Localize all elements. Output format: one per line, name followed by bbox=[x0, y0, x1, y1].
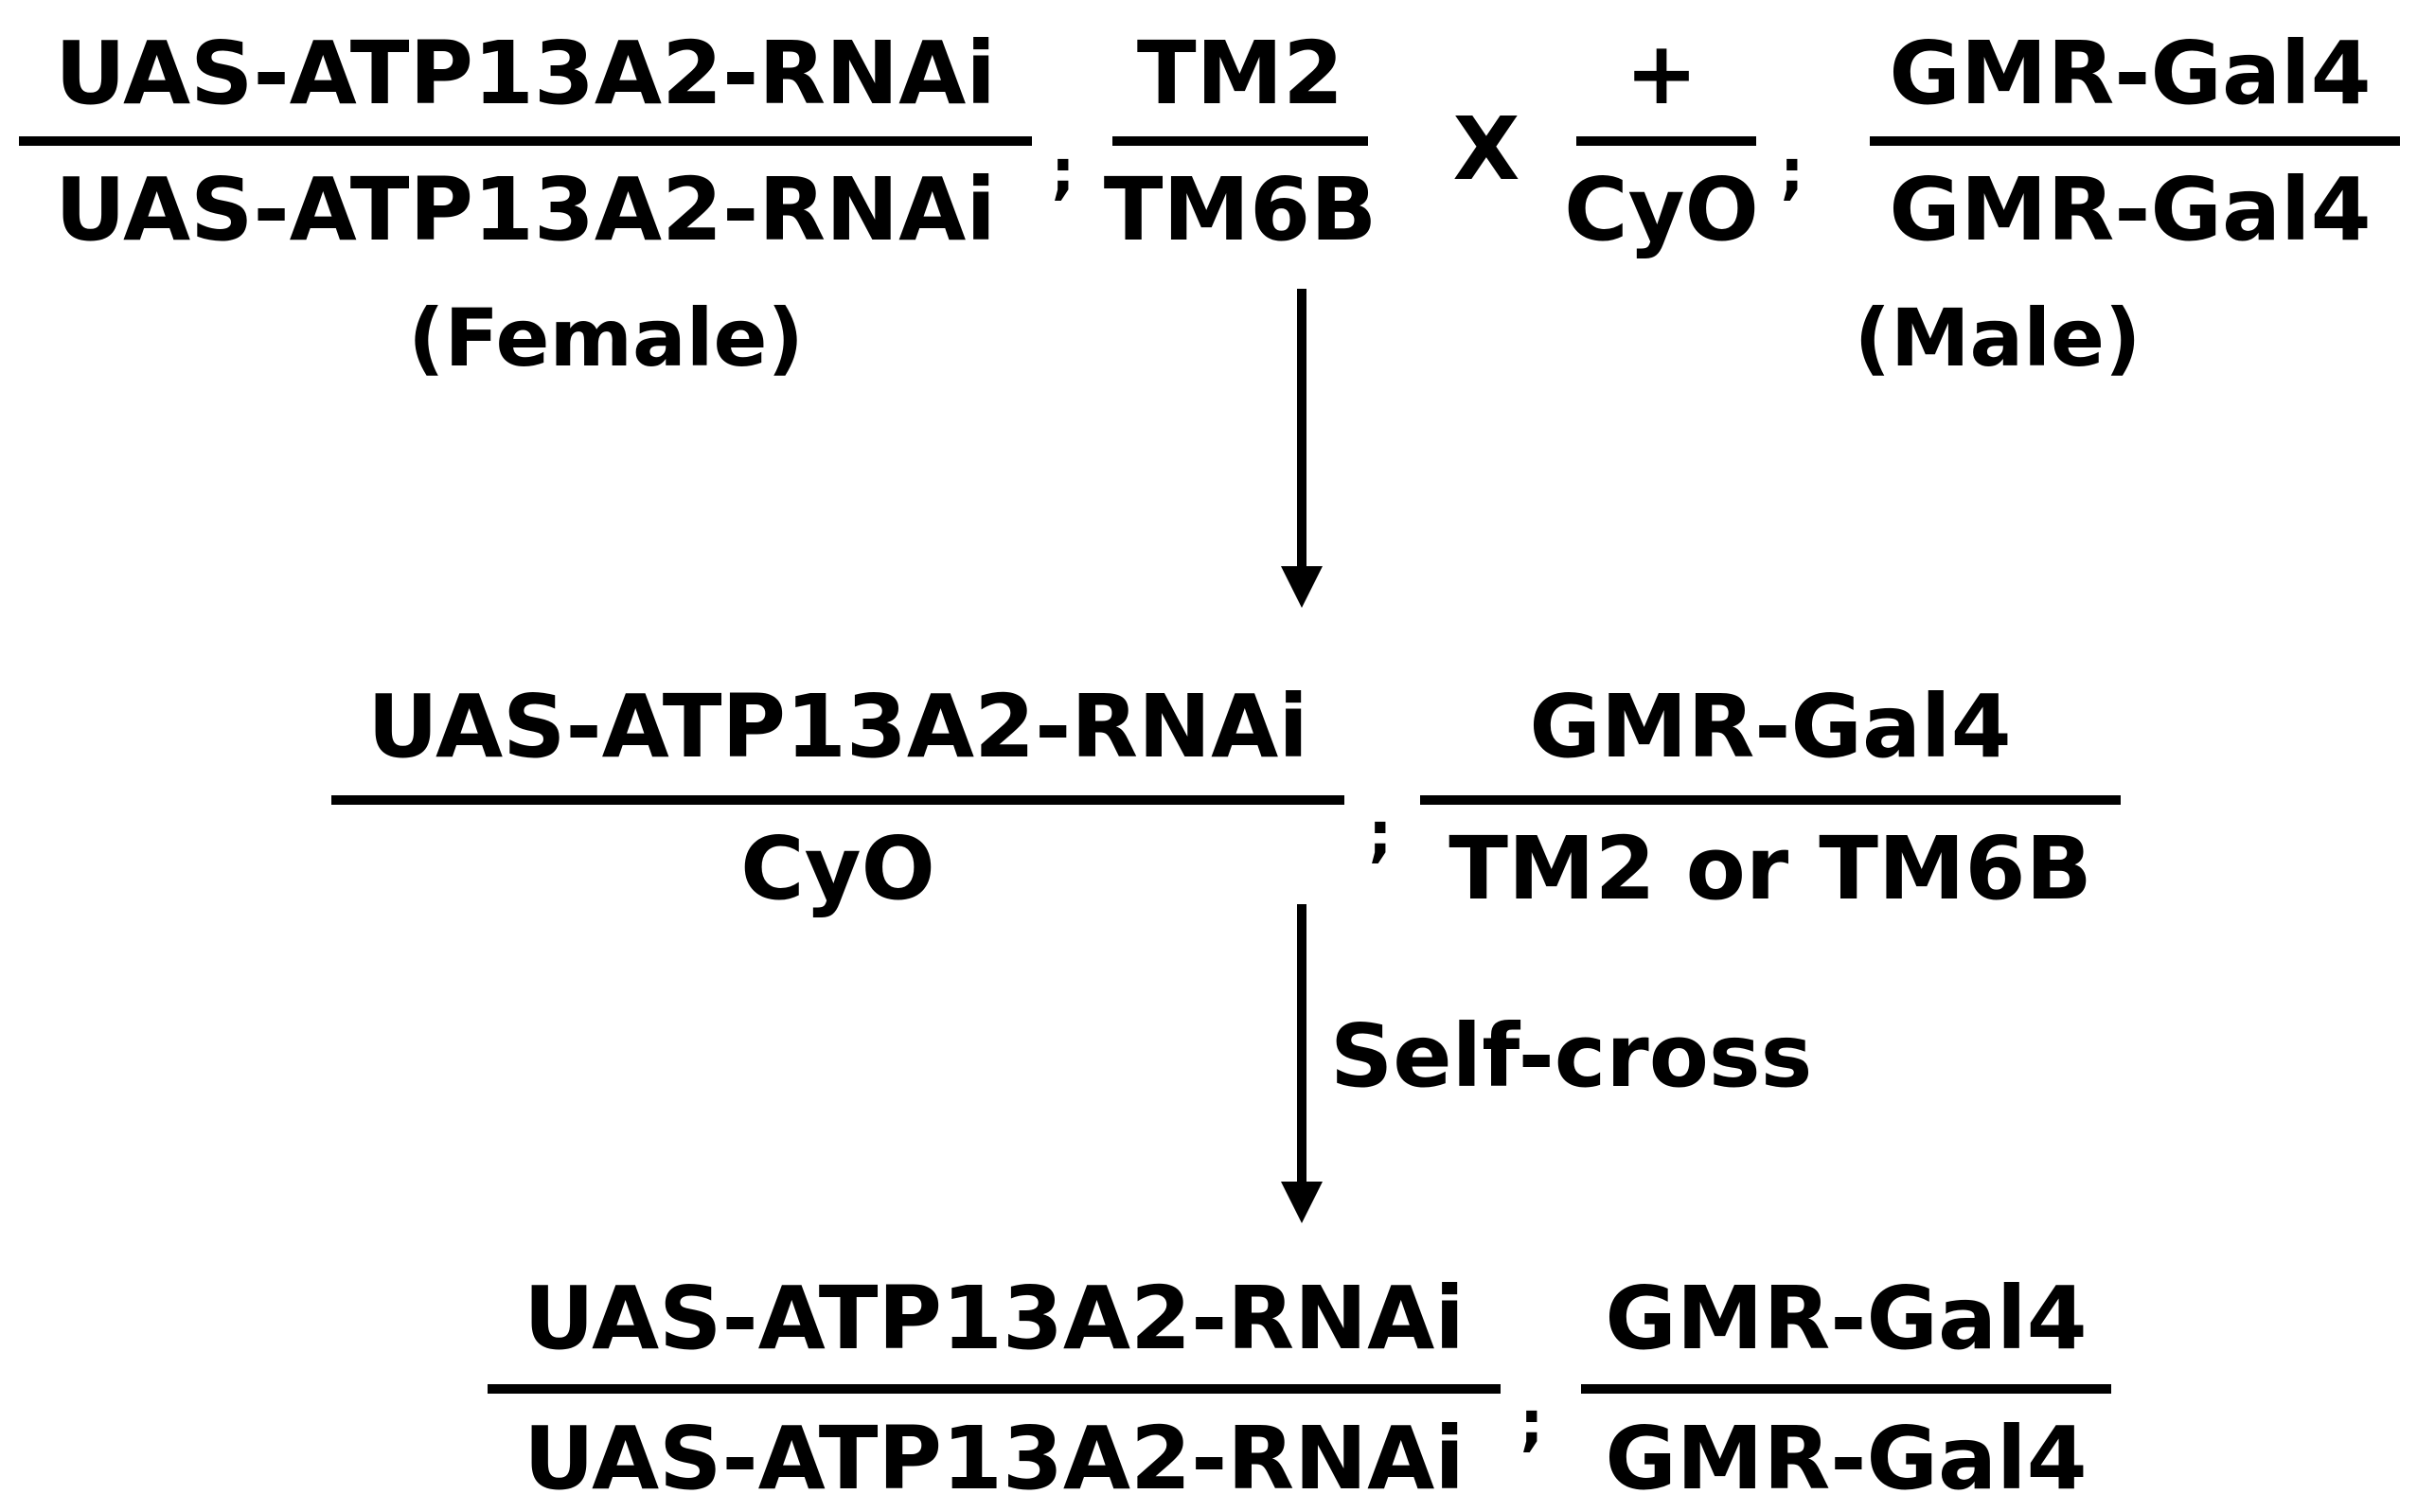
f2-chr2-top: UAS-ATP13A2-RNAi bbox=[524, 1268, 1465, 1369]
male-chr2-top: + bbox=[1625, 23, 1698, 124]
arrow-to-f1-head bbox=[1281, 566, 1323, 608]
f1-chr3-bar bbox=[1420, 795, 2121, 805]
arrow-to-f2-shaft bbox=[1297, 904, 1306, 1188]
f2-chr3-bottom: GMR-Gal4 bbox=[1605, 1408, 2088, 1509]
f1-separator: ; bbox=[1368, 800, 1393, 870]
f1-chr2-bottom: CyO bbox=[740, 818, 935, 919]
male-chr2-bottom: CyO bbox=[1564, 159, 1759, 260]
female-chr2-bar bbox=[19, 136, 1032, 146]
f1-chr3-bottom: TM2 or TM6B bbox=[1448, 818, 2092, 919]
f1-chr2-bar bbox=[331, 795, 1344, 805]
f1-chr3-top: GMR-Gal4 bbox=[1529, 676, 2012, 777]
female-chr3-bar bbox=[1112, 136, 1368, 146]
female-separator: ; bbox=[1051, 137, 1075, 207]
f2-chr3-top: GMR-Gal4 bbox=[1605, 1268, 2088, 1369]
female-chr2-top: UAS-ATP13A2-RNAi bbox=[55, 23, 996, 124]
female-chr3-top: TM2 bbox=[1136, 23, 1344, 124]
f2-chr3-bar bbox=[1581, 1384, 2111, 1394]
f1-chr2-top: UAS-ATP13A2-RNAi bbox=[367, 676, 1308, 777]
cross-symbol: X bbox=[1452, 98, 1520, 200]
f2-separator: ; bbox=[1520, 1389, 1544, 1459]
self-cross-label: Self-cross bbox=[1330, 1005, 1813, 1107]
male-chr3-bottom: GMR-Gal4 bbox=[1889, 159, 2372, 260]
male-chr3-top: GMR-Gal4 bbox=[1889, 23, 2372, 124]
arrow-to-f1-shaft bbox=[1297, 289, 1306, 573]
female-chr3-bottom: TM6B bbox=[1103, 159, 1377, 260]
f2-chr2-bar bbox=[488, 1384, 1501, 1394]
male-chr2-bar bbox=[1576, 136, 1756, 146]
male-separator: ; bbox=[1780, 137, 1804, 207]
female-sex-label: (Female) bbox=[408, 292, 804, 384]
f2-chr2-bottom: UAS-ATP13A2-RNAi bbox=[524, 1408, 1465, 1509]
female-chr2-bottom: UAS-ATP13A2-RNAi bbox=[55, 159, 996, 260]
male-sex-label: (Male) bbox=[1854, 292, 2142, 384]
male-chr3-bar bbox=[1870, 136, 2400, 146]
arrow-to-f2-head bbox=[1281, 1182, 1323, 1223]
